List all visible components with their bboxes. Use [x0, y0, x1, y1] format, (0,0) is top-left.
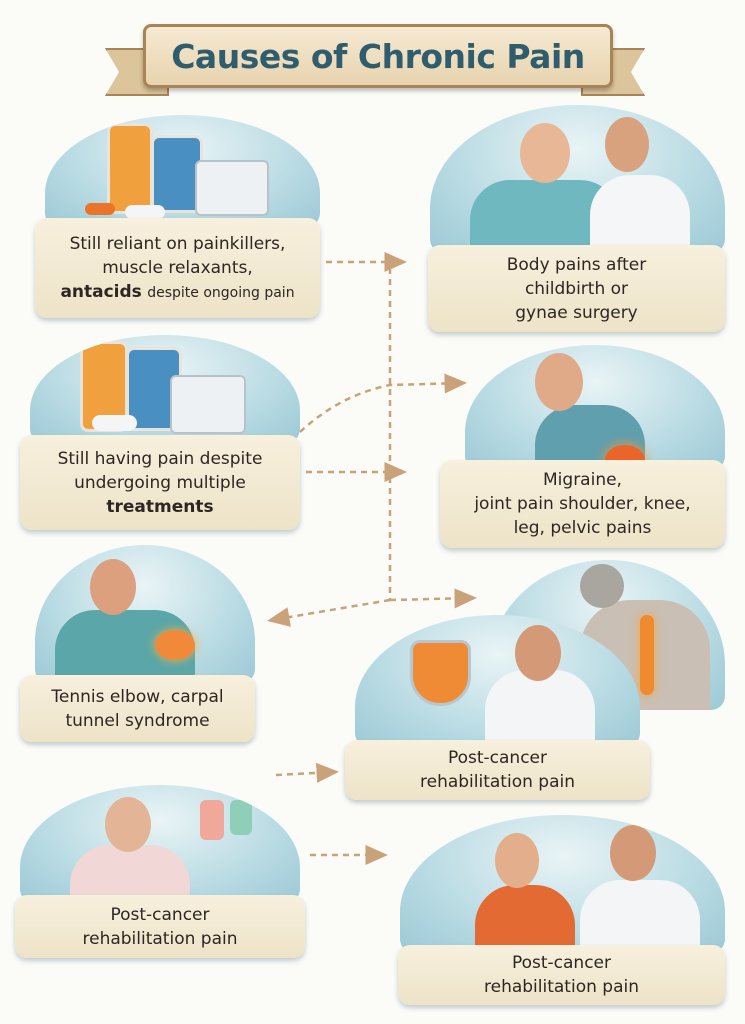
card-text-bold: treatments — [106, 496, 214, 517]
illustration-post-cancer-2 — [20, 785, 300, 903]
man-elbow-pain-icon — [35, 545, 255, 683]
card-text-line: rehabilitation pain — [82, 928, 238, 949]
card-tennis-elbow: Tennis elbow, carpal tunnel syndrome — [20, 675, 255, 742]
card-text-line: gynae surgery — [515, 302, 638, 323]
card-text-line: despite ongoing pain — [147, 284, 295, 301]
illustration-post-cancer-3 — [400, 815, 725, 953]
arrow-6 — [275, 762, 339, 783]
woman-back-pain-icon — [465, 345, 725, 470]
illustration-childbirth — [430, 105, 725, 253]
card-text-line: Body pains after — [506, 254, 647, 275]
arrow-5 — [389, 588, 477, 609]
woman-with-doctor-icon — [430, 105, 725, 253]
card-multiple-treatments: Still having pain despite undergoing mul… — [20, 435, 300, 530]
medicine-bottles-icon — [30, 335, 300, 443]
banner-body: Causes of Chronic Pain — [143, 24, 613, 88]
card-text-line: rehabilitation pain — [484, 977, 639, 997]
patient-in-bed-icon — [20, 785, 300, 903]
card-text-line: undergoing multiple — [74, 472, 246, 493]
card-text-line: Still having pain despite — [57, 448, 263, 469]
card-text-line: rehabilitation pain — [420, 772, 575, 792]
title-banner: Causes of Chronic Pain — [105, 18, 645, 98]
card-text-line: leg, pelvic pains — [513, 518, 652, 538]
card-text-line: Migraine, — [543, 470, 622, 490]
arrow-4 — [267, 598, 391, 627]
illustration-migraine — [465, 345, 725, 470]
card-childbirth: Body pains after childbirth or gynae sur… — [428, 245, 725, 332]
card-painkillers: Still reliant on painkillers, muscle rel… — [35, 218, 320, 318]
card-text-line: Post-cancer — [447, 748, 548, 768]
medicine-bottles-icon — [45, 115, 320, 227]
card-post-cancer-1: Post-cancer rehabilitation pain — [345, 740, 650, 800]
illustration-multiple-treatments — [30, 335, 300, 443]
card-text-line: childbirth or — [524, 278, 629, 299]
doctor-with-shield-icon — [355, 615, 640, 747]
woman-with-doctor-icon — [400, 815, 725, 953]
illustration-tennis-elbow — [35, 545, 255, 683]
card-post-cancer-2: Post-cancer rehabilitation pain — [15, 895, 305, 958]
card-text-line: Tennis elbow, carpal — [51, 686, 224, 707]
card-post-cancer-3: Post-cancer rehabilitation pain — [398, 945, 725, 1005]
card-text-bold: antacids — [60, 281, 142, 302]
card-migraine: Migraine, joint pain shoulder, knee, leg… — [440, 460, 725, 548]
card-text-line: Still reliant on painkillers, — [69, 233, 286, 254]
card-text-line: muscle relaxants, — [102, 257, 253, 278]
card-text-line: joint pain shoulder, knee, — [474, 494, 691, 514]
illustration-post-cancer-1 — [355, 615, 640, 747]
card-text-line: Post-cancer — [511, 953, 612, 973]
arrow-2 — [299, 373, 467, 433]
page-title: Causes of Chronic Pain — [171, 36, 585, 76]
card-text-line: Post-cancer — [110, 904, 210, 925]
card-text-line: tunnel syndrome — [65, 710, 210, 731]
illustration-painkillers — [45, 115, 320, 227]
